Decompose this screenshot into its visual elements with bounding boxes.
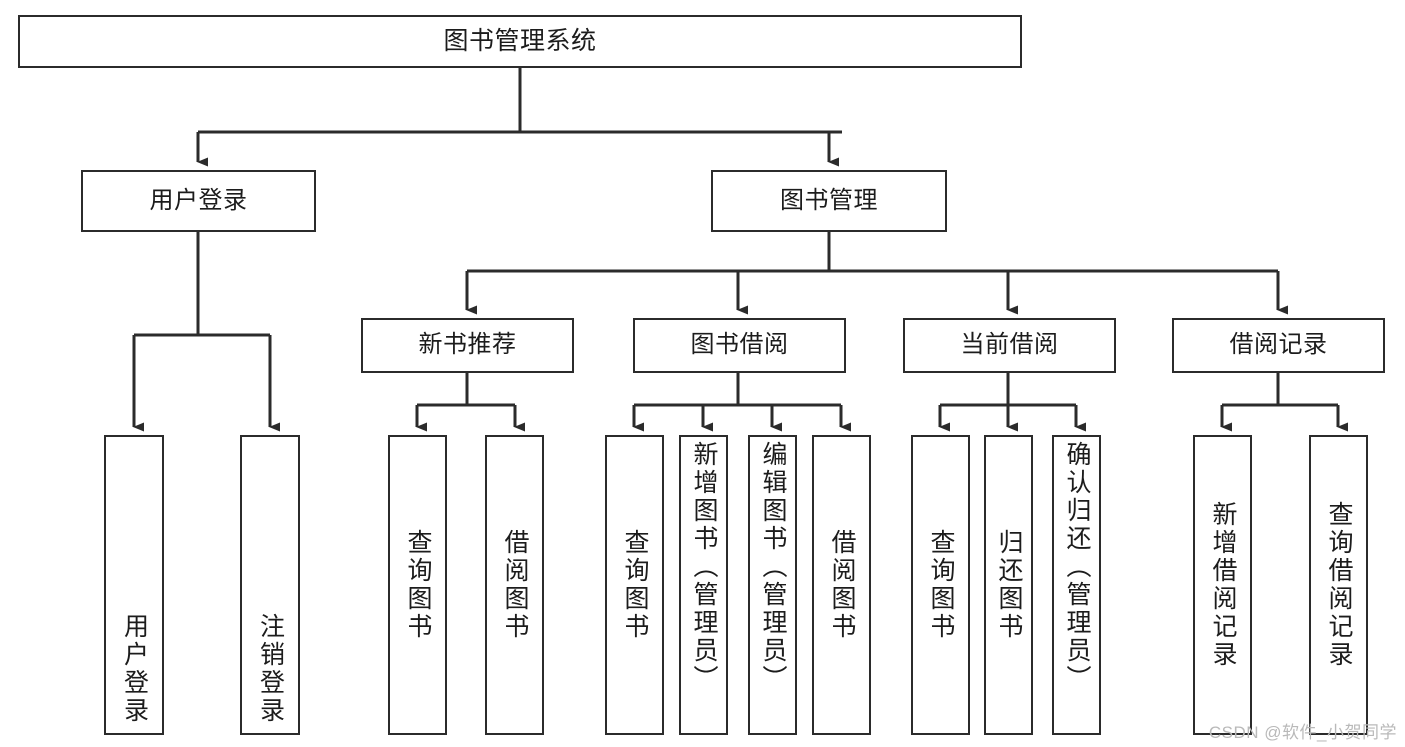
node-leaf-confirm-return[interactable]: 确认归还（管理员） bbox=[1052, 435, 1101, 735]
node-leaf-logout[interactable]: 注销登录 bbox=[240, 435, 300, 735]
node-leaf-edit-book-label: 编辑图书（管理员） bbox=[759, 441, 787, 693]
node-leaf-user-login-label: 用户登录 bbox=[120, 613, 149, 725]
node-leaf-add-book[interactable]: 新增图书（管理员） bbox=[679, 435, 728, 735]
node-leaf-user-login[interactable]: 用户登录 bbox=[104, 435, 164, 735]
node-leaf-borrow-book-2[interactable]: 借阅图书 bbox=[812, 435, 871, 735]
node-leaf-return-book-label: 归还图书 bbox=[995, 529, 1023, 641]
node-book-manage[interactable]: 图书管理 bbox=[711, 170, 947, 232]
node-leaf-query-book-3-label: 查询图书 bbox=[927, 529, 955, 641]
node-leaf-query-book-1-label: 查询图书 bbox=[404, 529, 432, 641]
node-user-login[interactable]: 用户登录 bbox=[81, 170, 316, 232]
node-leaf-query-record[interactable]: 查询借阅记录 bbox=[1309, 435, 1368, 735]
node-current-borrow-label: 当前借阅 bbox=[960, 331, 1059, 359]
node-root[interactable]: 图书管理系统 bbox=[18, 15, 1022, 68]
node-new-book-rec-label: 新书推荐 bbox=[418, 331, 517, 359]
watermark-text: CSDN @软件_小贺同学 bbox=[1208, 723, 1397, 742]
node-leaf-edit-book[interactable]: 编辑图书（管理员） bbox=[748, 435, 797, 735]
node-leaf-borrow-book-1-label: 借阅图书 bbox=[501, 529, 529, 641]
node-leaf-query-book-2[interactable]: 查询图书 bbox=[605, 435, 664, 735]
node-root-label: 图书管理系统 bbox=[443, 26, 597, 55]
node-leaf-add-record[interactable]: 新增借阅记录 bbox=[1193, 435, 1252, 735]
node-leaf-query-book-2-label: 查询图书 bbox=[621, 529, 649, 641]
node-leaf-query-book-1[interactable]: 查询图书 bbox=[388, 435, 447, 735]
node-borrow-record[interactable]: 借阅记录 bbox=[1172, 318, 1385, 373]
node-leaf-confirm-return-label: 确认归还（管理员） bbox=[1063, 441, 1091, 693]
node-book-borrow[interactable]: 图书借阅 bbox=[633, 318, 846, 373]
node-leaf-return-book[interactable]: 归还图书 bbox=[984, 435, 1033, 735]
node-leaf-borrow-book-1[interactable]: 借阅图书 bbox=[485, 435, 544, 735]
node-new-book-rec[interactable]: 新书推荐 bbox=[361, 318, 574, 373]
node-current-borrow[interactable]: 当前借阅 bbox=[903, 318, 1116, 373]
node-leaf-add-record-label: 新增借阅记录 bbox=[1209, 501, 1237, 669]
node-leaf-add-book-label: 新增图书（管理员） bbox=[690, 441, 718, 693]
node-book-borrow-label: 图书借阅 bbox=[690, 331, 789, 359]
node-leaf-logout-label: 注销登录 bbox=[256, 613, 285, 725]
node-leaf-query-record-label: 查询借阅记录 bbox=[1325, 501, 1353, 669]
node-leaf-borrow-book-2-label: 借阅图书 bbox=[828, 529, 856, 641]
node-user-login-label: 用户登录 bbox=[149, 186, 248, 214]
node-book-manage-label: 图书管理 bbox=[780, 186, 878, 214]
node-borrow-record-label: 借阅记录 bbox=[1229, 331, 1328, 359]
node-leaf-query-book-3[interactable]: 查询图书 bbox=[911, 435, 970, 735]
